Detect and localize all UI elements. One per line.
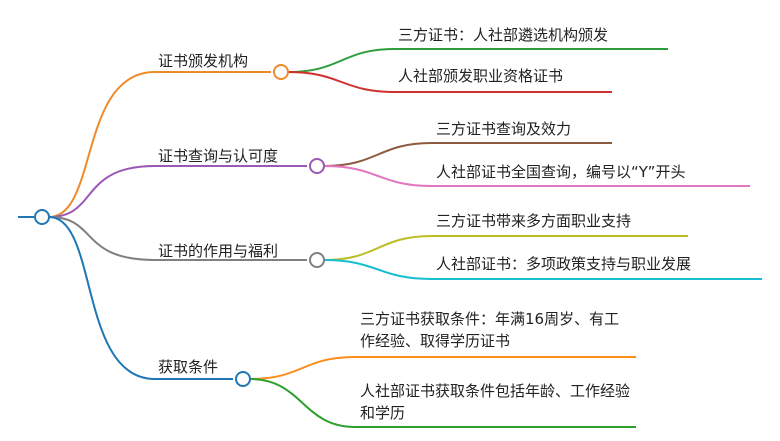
leaf-label-mohrss-benefits[interactable]: 人社部证书：多项政策支持与职业发展 — [436, 255, 692, 273]
branch-label-issuing-body[interactable]: 证书颁发机构 — [158, 52, 249, 70]
connector-root-requirements — [48, 216, 156, 380]
collapse-node-benefits[interactable] — [309, 252, 325, 268]
connector-root-benefits — [48, 216, 156, 261]
branch-label-query-recognition[interactable]: 证书查询与认可度 — [158, 147, 279, 165]
leaf-label-mohrss-requirements[interactable]: 人社部证书获取条件包括年龄、工作经验和学历 — [360, 382, 631, 422]
connector-requirements-leaf-1 — [249, 378, 356, 428]
leaf-label-third-party-issuer[interactable]: 三方证书：人社部遴选机构颁发 — [398, 26, 609, 44]
leaf-label-mohrss-query[interactable]: 人社部证书全国查询，编号以“Y”开头 — [436, 163, 686, 181]
connector-root-issuing-body — [48, 71, 156, 218]
root-node[interactable] — [34, 209, 50, 225]
branch-label-requirements[interactable]: 获取条件 — [158, 358, 219, 376]
leaf-label-third-party-requirements[interactable]: 三方证书获取条件：年满16周岁、有工作经验、取得学历证书 — [360, 310, 620, 350]
connector-benefits-leaf-0 — [323, 235, 433, 261]
leaf-label-mohrss-issuer[interactable]: 人社部颁发职业资格证书 — [398, 67, 564, 85]
connector-query-recognition-leaf-0 — [323, 142, 433, 167]
connector-query-recognition-leaf-1 — [323, 165, 433, 187]
leaf-label-third-party-benefits[interactable]: 三方证书带来多方面职业支持 — [436, 212, 632, 230]
connector-requirements-leaf-0 — [249, 356, 356, 380]
connector-root-query-recognition — [48, 165, 156, 218]
collapse-node-issuing-body[interactable] — [273, 64, 289, 80]
collapse-node-requirements[interactable] — [235, 371, 251, 387]
branch-label-benefits[interactable]: 证书的作用与福利 — [158, 242, 279, 260]
connector-benefits-leaf-1 — [323, 259, 433, 280]
leaf-label-third-party-query[interactable]: 三方证书查询及效力 — [436, 120, 572, 138]
connector-issuing-body-leaf-0 — [287, 48, 396, 73]
collapse-node-query-recognition[interactable] — [309, 158, 325, 174]
connector-issuing-body-leaf-1 — [287, 71, 396, 93]
